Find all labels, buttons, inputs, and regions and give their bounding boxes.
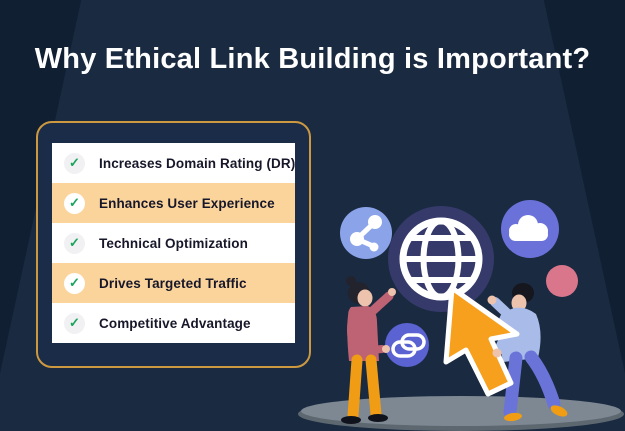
checklist-row: ✓ Competitive Advantage: [52, 303, 295, 343]
checklist-row: ✓ Increases Domain Rating (DR): [52, 143, 295, 183]
person-right: [487, 283, 568, 422]
checklist-item-label: Technical Optimization: [99, 235, 248, 251]
check-icon: ✓: [64, 312, 85, 334]
page-title: Why Ethical Link Building is Important?: [34, 43, 591, 75]
check-icon: ✓: [64, 272, 85, 294]
check-icon: ✓: [64, 192, 85, 214]
link-icon: [385, 323, 429, 367]
checklist-item-label: Increases Domain Rating (DR): [99, 155, 296, 171]
checklist-item-label: Drives Targeted Traffic: [99, 275, 247, 291]
pink-dot: [546, 265, 578, 297]
globe-icon: [388, 206, 494, 312]
check-icon: ✓: [64, 152, 85, 174]
checklist: ✓ Increases Domain Rating (DR) ✓ Enhance…: [52, 143, 295, 343]
share-icon: [340, 207, 392, 259]
ground-shadow: [298, 396, 624, 431]
checklist-row: ✓ Drives Targeted Traffic: [52, 263, 295, 303]
hand: [492, 348, 502, 358]
checklist-card: ✓ Increases Domain Rating (DR) ✓ Enhance…: [36, 121, 311, 368]
checklist-item-label: Competitive Advantage: [99, 315, 251, 331]
check-icon: ✓: [64, 232, 85, 254]
checklist-item-label: Enhances User Experience: [99, 195, 275, 211]
checklist-row: ✓ Enhances User Experience: [52, 183, 295, 223]
cursor-icon: [443, 285, 520, 397]
checklist-row: ✓ Technical Optimization: [52, 223, 295, 263]
cloud-icon: [501, 200, 559, 258]
person-left: [341, 276, 396, 424]
